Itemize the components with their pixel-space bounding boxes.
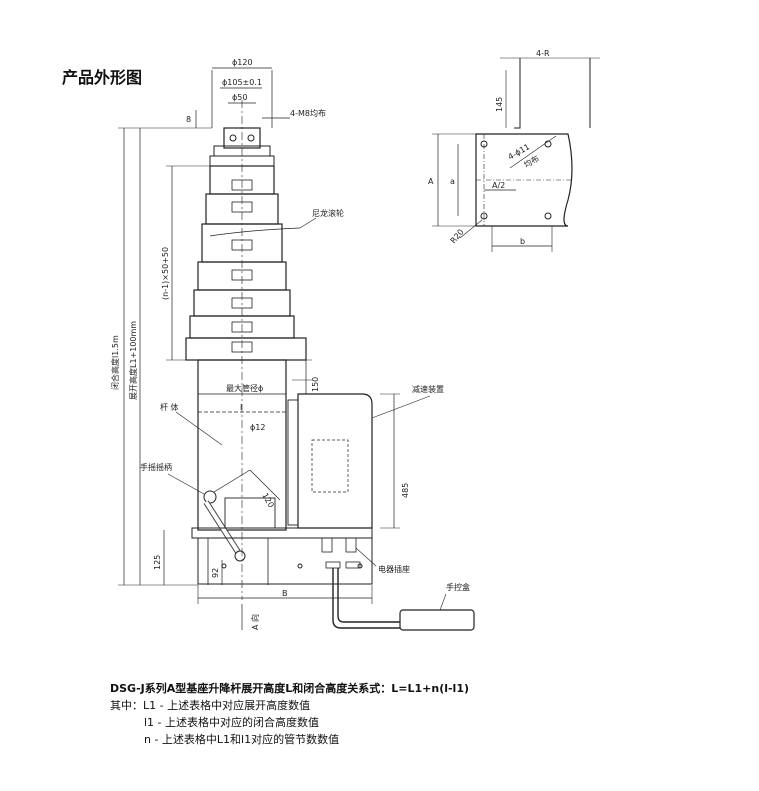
label-max-dia: 最大管径ϕ — [226, 383, 263, 393]
a-view-detail: 4-R 145 A a A/2 4-ϕ11 均布 R20 b — [428, 49, 600, 252]
reducer-box: 减速装置 485 — [297, 384, 444, 529]
dim-A: A — [428, 177, 434, 186]
dim-145: 145 — [495, 97, 504, 112]
dim-A2: A/2 — [492, 181, 505, 190]
dim-8: 8 — [186, 115, 191, 124]
dim-d50: ϕ50 — [232, 93, 247, 102]
product-outline-drawing: ϕ120 ϕ105±0.1 ϕ50 8 4-M8均布 尼龙滚 — [110, 49, 600, 631]
dim-d105: ϕ105±0.1 — [222, 78, 262, 87]
formula-block: DSG-J系列A型基座升降杆展开高度L和闭合高度关系式：L=L1+n(l-l1)… — [110, 680, 469, 748]
electrical-connectors: 电器插座 手控盒 — [321, 537, 475, 631]
dim-n-formula: (n-1)×50+50 — [161, 247, 170, 300]
formula-line-3: n - 上述表格中L1和l1对应的管节数数值 — [144, 733, 340, 746]
dim-r4: 4-R — [536, 49, 550, 58]
dim-holes2: 均布 — [522, 153, 541, 170]
top-dimensions: ϕ120 ϕ105±0.1 ϕ50 8 4-M8均布 — [186, 58, 326, 128]
crank-handle: 手摇摇柄 120 — [140, 462, 281, 562]
dim-closed-height: 闭合高度l1.5m — [110, 335, 120, 390]
formula-line-2: l1 - 上述表格中对应的闭合高度数值 — [144, 716, 320, 729]
formula-main: DSG-J系列A型基座升降杆展开高度L和闭合高度关系式：L=L1+n(l-l1) — [110, 682, 470, 695]
dim-92: 92 — [211, 568, 220, 578]
label-motor: 电器插座 — [378, 564, 410, 574]
mast-tubes: 尼龙滚轮 — [185, 100, 344, 600]
dim-485: 485 — [401, 483, 410, 498]
formula-line-1: 其中：L1 - 上述表格中对应展开高度数值 — [110, 699, 311, 712]
dim-a: a — [450, 177, 455, 186]
dim-m8: 4-M8均布 — [290, 108, 326, 118]
dim-120: 120 — [260, 492, 275, 510]
base-plate: B A 向 — [191, 527, 373, 630]
label-lock: 尼龙滚轮 — [312, 208, 344, 218]
dim-b: B — [282, 589, 288, 598]
dim-b-small: b — [520, 237, 525, 246]
left-dimensions: 闭合高度l1.5m 展开高度L1+100mm (n-1)×50+50 125 9… — [110, 127, 223, 586]
dim-r20: R20 — [449, 227, 466, 245]
dim-125: 125 — [153, 555, 162, 570]
mast-body: 最大管径ϕ l ϕ12 杆 体 150 — [160, 359, 320, 531]
label-body: 杆 体 — [160, 402, 179, 412]
label-reducer: 减速装置 — [412, 384, 444, 394]
dim-open-height: 展开高度L1+100mm — [128, 321, 138, 400]
label-dim-l: l — [240, 403, 242, 412]
dim-150: 150 — [311, 377, 320, 392]
label-d12: ϕ12 — [250, 423, 265, 432]
label-a-arrow: A 向 — [250, 614, 260, 630]
page-title: 产品外形图 — [62, 68, 143, 87]
label-remote: 手控盒 — [446, 582, 470, 592]
label-crank: 手摇摇柄 — [140, 462, 172, 472]
dim-d120: ϕ120 — [232, 58, 253, 67]
